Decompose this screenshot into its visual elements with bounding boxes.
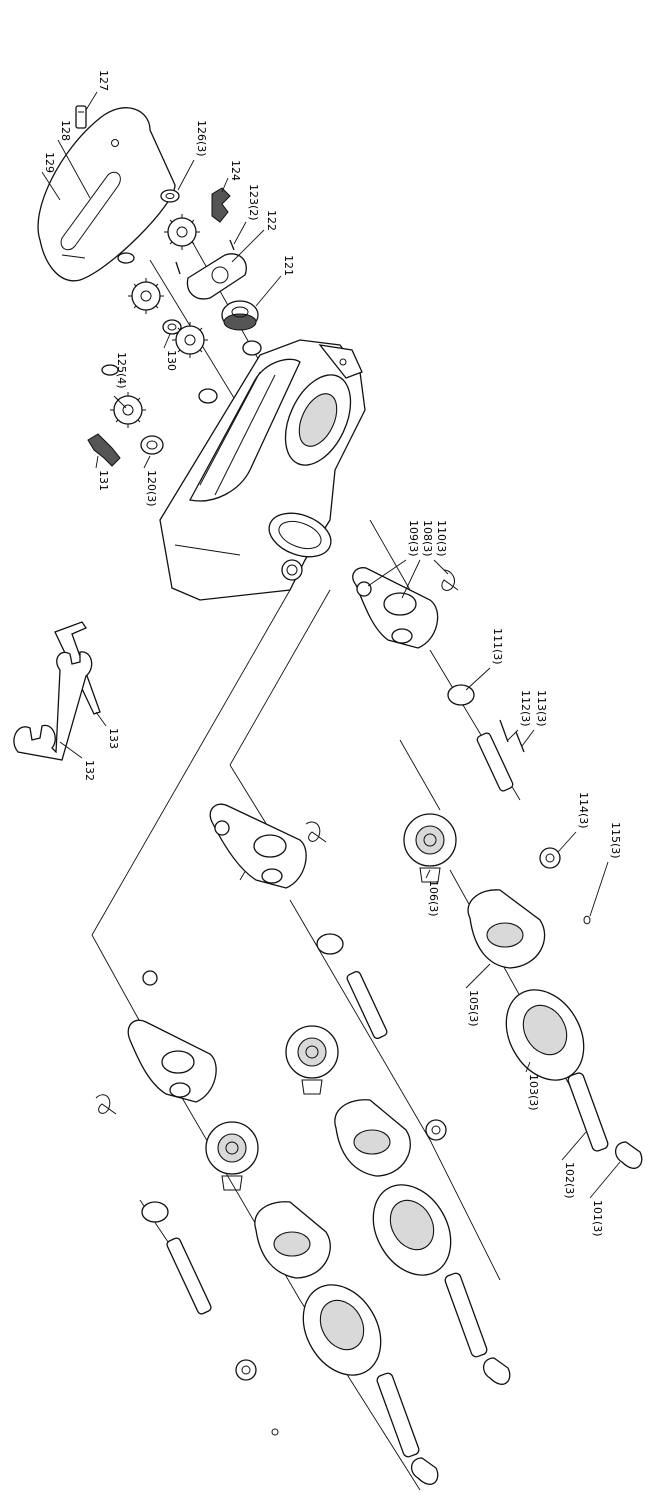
callout-131: 131 xyxy=(97,470,110,491)
callout-125: 125(4) xyxy=(115,352,128,389)
callout-110: 110(3) xyxy=(435,520,448,557)
callout-120: 120(3) xyxy=(145,470,158,507)
callout-122: 122 xyxy=(265,210,278,231)
callout-114: 114(3) xyxy=(577,792,590,829)
callout-115: 115(3) xyxy=(609,822,622,859)
callout-123: 123(2) xyxy=(247,184,260,221)
callout-128: 128 xyxy=(59,120,72,141)
roller-assembly-1 xyxy=(352,567,643,1169)
callout-102: 102(3) xyxy=(563,1162,576,1199)
callout-101: 101(3) xyxy=(591,1200,604,1237)
callout-103: 103(3) xyxy=(527,1074,540,1111)
roller-assembly-2 xyxy=(209,803,511,1385)
callout-132: 132 xyxy=(83,760,96,781)
roller-assembly-3 xyxy=(95,970,439,1485)
callout-126: 126(3) xyxy=(195,120,208,157)
callout-labels: 127 126(3) 124 123(2) 122 121 128 129 13… xyxy=(41,70,622,1237)
sprocket-chain-parts xyxy=(87,187,262,467)
callout-130: 130 xyxy=(165,350,178,371)
top-cover-129 xyxy=(37,107,176,282)
callout-124: 124 xyxy=(229,160,242,181)
callout-133: 133 xyxy=(107,728,120,749)
tool-wrench-132 xyxy=(13,651,93,761)
callout-127: 127 xyxy=(97,70,110,91)
callout-105: 105(3) xyxy=(467,990,480,1027)
callout-111: 111(3) xyxy=(491,628,504,665)
callout-108: 108(3) xyxy=(421,520,434,557)
callout-129: 129 xyxy=(43,152,56,173)
callout-106: 106(3) xyxy=(427,880,440,917)
main-housing xyxy=(159,339,366,601)
callout-109: 109(3) xyxy=(407,520,420,557)
callout-112: 112(3) xyxy=(519,690,532,727)
callout-121: 121 xyxy=(282,255,295,276)
callout-113: 113(3) xyxy=(535,690,548,727)
screw-127 xyxy=(75,105,87,129)
